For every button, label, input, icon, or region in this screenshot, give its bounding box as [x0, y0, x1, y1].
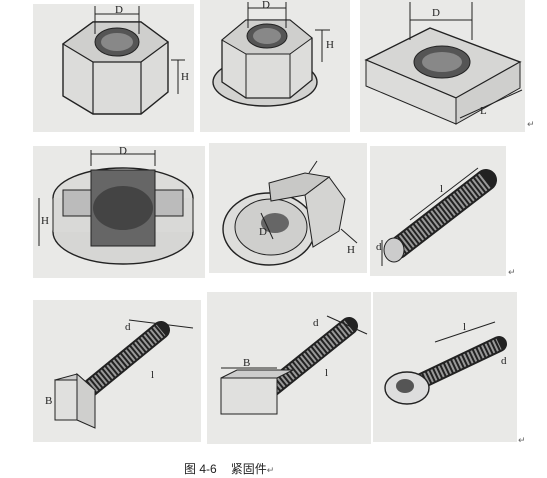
svg-text:B: B: [243, 357, 250, 369]
svg-text:H: H: [41, 215, 49, 227]
svg-text:l: l: [463, 321, 466, 333]
flange-nut-panel: D H: [200, 0, 350, 132]
svg-text:d: d: [125, 321, 131, 333]
hex-nut-panel: D H: [33, 4, 194, 132]
return-mark-2: ↵: [508, 268, 516, 278]
svg-text:H: H: [347, 244, 355, 256]
svg-text:D: D: [259, 226, 267, 238]
svg-text:d: d: [313, 317, 319, 329]
return-mark-1: ↵: [527, 120, 535, 130]
slotted-nut-panel: D H: [33, 146, 205, 278]
svg-text:D: D: [119, 146, 127, 157]
t-bolt-panel: B d l: [207, 292, 371, 444]
cap-nut-panel: D H: [209, 143, 367, 273]
eye-bolt-panel: l d: [373, 292, 517, 442]
square-nut-panel: D L: [360, 0, 525, 132]
square-bolt-panel: d l B: [33, 300, 201, 442]
svg-text:l: l: [325, 367, 328, 379]
figure-title: 紧固件: [230, 462, 267, 476]
svg-text:d: d: [376, 241, 382, 253]
svg-text:l: l: [151, 369, 154, 381]
figure-number: 图 4-6: [184, 462, 217, 476]
svg-text:B: B: [45, 395, 52, 407]
svg-text:L: L: [480, 105, 487, 117]
return-mark-3: ↵: [518, 436, 526, 446]
svg-text:D: D: [262, 0, 270, 11]
svg-text:D: D: [115, 4, 123, 16]
figure-caption: 图 4-6 紧固件↵: [184, 460, 274, 477]
svg-text:H: H: [181, 71, 189, 83]
svg-text:H: H: [326, 39, 334, 51]
svg-text:d: d: [501, 355, 507, 367]
return-mark-caption: ↵: [266, 465, 275, 475]
stud-panel: d l: [370, 146, 506, 276]
svg-text:l: l: [440, 183, 443, 195]
svg-text:D: D: [432, 7, 440, 19]
